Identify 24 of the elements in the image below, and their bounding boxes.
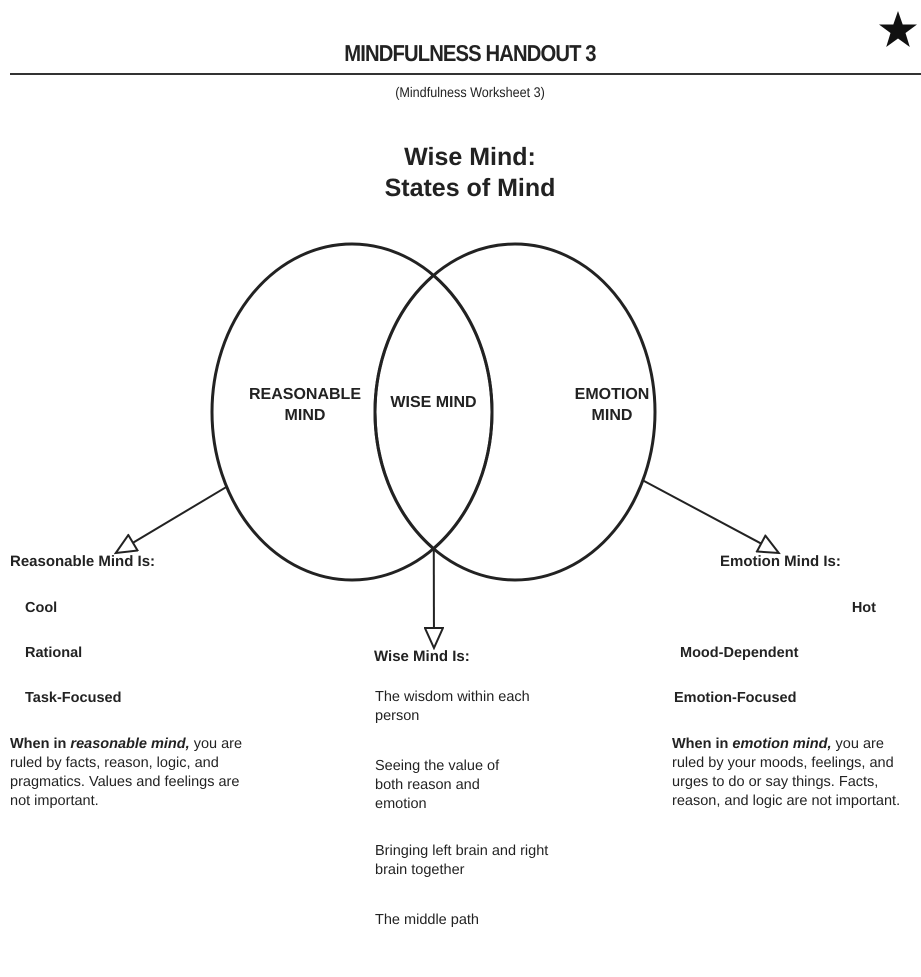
trait-text: Cool	[25, 599, 58, 618]
arrow	[114, 486, 228, 554]
trait-text: Hot	[850, 599, 876, 618]
trait-text: Task-Focused	[25, 689, 122, 708]
trait-text: Mood-Dependent	[680, 644, 800, 663]
description-text: When in emotion mind, you are ruled by your moods, feelings, and urges to do or say things. Facts, reason, and logic are not important.	[672, 735, 902, 811]
trait-text: Rational	[25, 644, 84, 663]
section-heading: Wise Mind Is:	[374, 648, 471, 665]
quality-text: The middle path	[375, 911, 480, 930]
quality-text: Seeing the value of both reason and emotion	[375, 757, 500, 814]
circle-label: REASONABLE MIND	[248, 385, 362, 426]
arrow	[424, 549, 444, 649]
trait-text: Emotion-Focused	[674, 689, 798, 708]
quality-text: The wisdom within each person	[375, 688, 531, 726]
quality-text: Bringing left brain and right brain together	[375, 842, 550, 880]
circle-label: EMOTION MIND	[574, 385, 650, 426]
section-heading: Reasonable Mind Is:	[10, 553, 156, 570]
diagram-heading: Wise Mind: States of Mind	[384, 142, 556, 204]
arrow	[642, 479, 780, 554]
overlap-label: WISE MIND	[389, 393, 478, 413]
section-heading: Emotion Mind Is:	[720, 553, 842, 570]
description-text: When in reasonable mind, you are ruled by facts, reason, logic, and pragmatics. Values and feelings are not important.	[10, 735, 244, 811]
page-title: MINDFULNESS HANDOUT 3	[343, 40, 597, 67]
subtitle: (Mindfulness Worksheet 3)	[394, 83, 546, 102]
